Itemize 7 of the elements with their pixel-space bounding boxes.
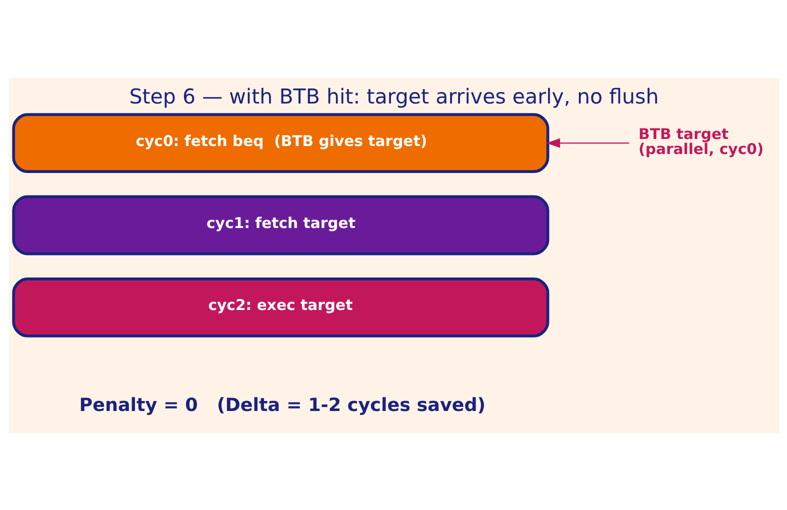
node-box: cyc2: exec target — [12, 276, 549, 337]
label: Penalty = 0 (Delta = 1-2 cycles saved) — [78, 394, 486, 416]
arrow — [546, 138, 629, 148]
node-text: BTB target (parallel, cyc0) — [638, 125, 764, 158]
node-box: cyc0: fetch beq (BTB gives target) — [12, 112, 549, 173]
diagram-title: Step 6 — with BTB hit: target arrives early, no flush — [128, 84, 658, 108]
node-box: cyc1: fetch target — [12, 194, 549, 255]
